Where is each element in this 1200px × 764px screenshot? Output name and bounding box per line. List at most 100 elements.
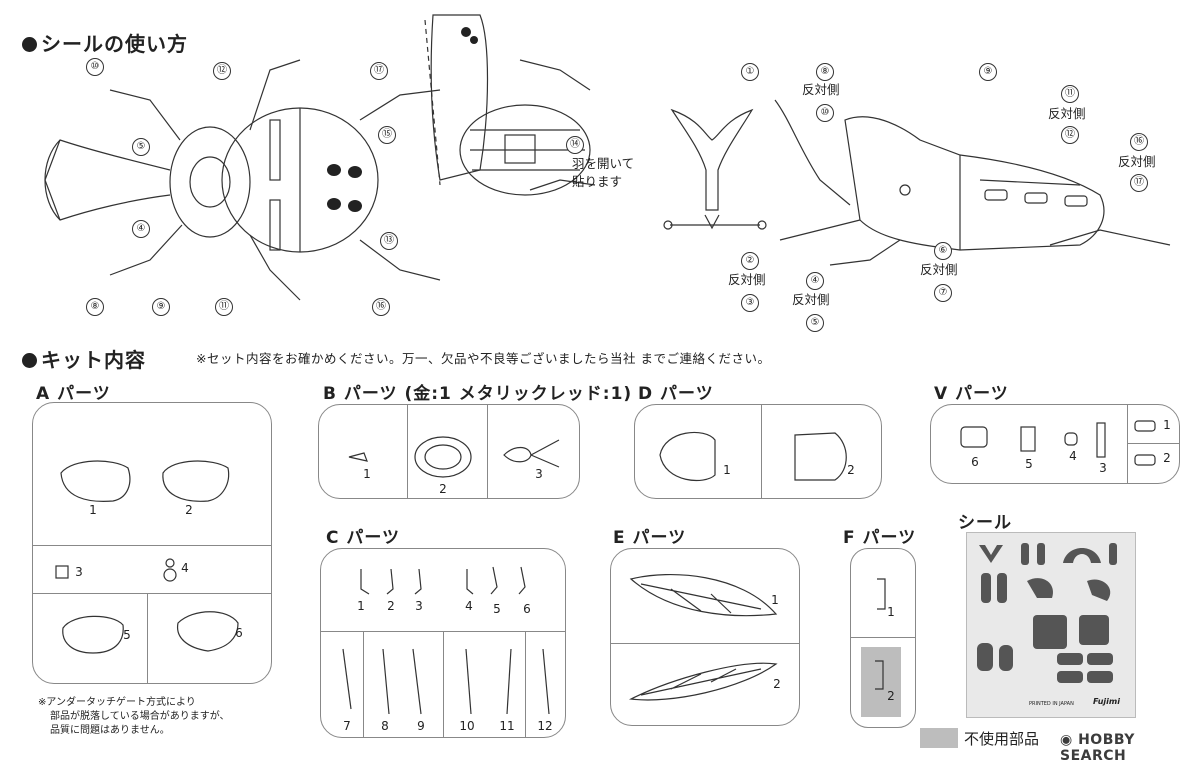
parts-v-title: V パーツ — [934, 384, 1009, 404]
unused-legend-swatch — [920, 728, 958, 748]
part-f2-number: 2 — [887, 689, 895, 703]
kit-contents-heading: キット内容 — [22, 344, 146, 373]
sticker-maker-logo: Fujimi — [1093, 697, 1120, 706]
beetle-side-view-illustration — [774, 99, 1171, 266]
callout-8: ⑧ — [86, 298, 104, 316]
part-a1-number: 1 — [89, 503, 97, 517]
part-d2-number: 2 — [847, 463, 855, 477]
part-f1-number: 1 — [887, 605, 895, 619]
parts-f-box: 1 2 — [850, 548, 916, 728]
wing-note-line2: 貼ります — [572, 174, 623, 189]
parts-d-title: D パーツ — [638, 384, 714, 404]
opposite-label-4: 反対側 — [792, 292, 830, 307]
parts-a-title: A パーツ — [36, 384, 111, 404]
part-c12-number: 12 — [537, 719, 553, 733]
beetle-top-view-illustration — [44, 59, 441, 301]
unused-legend-label: 不使用部品 — [964, 730, 1040, 748]
callout-13: ⑬ — [380, 232, 398, 250]
callout-3: ③ — [741, 294, 759, 312]
callout-2: ② — [741, 252, 759, 270]
part-a2-number: 2 — [185, 503, 193, 517]
part-v3-number: 3 — [1099, 461, 1107, 475]
callout-17: ⑰ — [370, 62, 388, 80]
part-c11-number: 11 — [499, 719, 515, 733]
horn-part-illustration — [663, 108, 767, 230]
hobby-search-icon: ◉ — [1060, 732, 1073, 748]
callout-14: ⑭ — [566, 136, 584, 154]
part-c4-number: 4 — [465, 599, 473, 613]
callout-17b: ⑰ — [1130, 174, 1148, 192]
parts-d-shapes — [659, 431, 847, 481]
sticker-printed: PRINTED IN JAPAN — [1029, 701, 1074, 707]
unused-part-f2-fill — [861, 647, 901, 717]
sticker-sheet: PRINTED IN JAPAN Fujimi — [966, 532, 1136, 718]
callout-7: ⑦ — [934, 284, 952, 302]
parts-v-shapes — [960, 420, 1156, 466]
sticker-sheet-shapes — [977, 543, 1117, 683]
callout-9a: ⑨ — [152, 298, 170, 316]
parts-c-shapes — [342, 566, 550, 715]
callout-12b: ⑫ — [1061, 126, 1079, 144]
part-b2-number: 2 — [439, 482, 447, 496]
parts-c-box: 1 2 3 4 5 6 7 8 9 10 11 12 — [320, 548, 566, 738]
part-c8-number: 8 — [381, 719, 389, 733]
callout-5: ⑤ — [132, 138, 150, 156]
part-v6-number: 6 — [971, 455, 979, 469]
opposite-label-2: 反対側 — [728, 272, 766, 287]
part-b1-number: 1 — [363, 467, 371, 481]
callout-15: ⑮ — [378, 126, 396, 144]
parts-f-shapes — [875, 578, 886, 690]
part-c5-number: 5 — [493, 602, 501, 616]
sticker-usage-heading: シールの使い方 — [22, 28, 188, 57]
callout-11a: ⑪ — [215, 298, 233, 316]
part-c3-number: 3 — [415, 599, 423, 613]
opposite-label-6: 反対側 — [920, 262, 958, 277]
callout-4b: ④ — [806, 272, 824, 290]
part-e2-number: 2 — [773, 677, 781, 691]
part-a3-number: 3 — [75, 565, 83, 579]
callout-8b: ⑧ — [816, 63, 834, 81]
parts-a-shapes — [55, 460, 239, 654]
sticker-title: シール — [958, 513, 1012, 533]
opposite-label-11: 反対側 — [1048, 106, 1086, 121]
part-a5-number: 5 — [123, 628, 131, 642]
gate-footnote: ※アンダータッチゲート方式により 部品が脱落している場合がありますが、 品質に問… — [38, 697, 230, 736]
parts-v-box: 6 5 4 3 1 2 — [930, 404, 1180, 484]
part-e1-number: 1 — [771, 593, 779, 607]
part-a6-number: 6 — [235, 626, 243, 640]
parts-e-shapes — [628, 574, 778, 701]
watermark-logo: ◉ HOBBY SEARCH — [1060, 732, 1135, 764]
callout-16a: ⑯ — [372, 298, 390, 316]
part-v2-number: 2 — [1163, 451, 1171, 465]
part-b3-number: 3 — [535, 467, 543, 481]
parts-b-title: B パーツ (金:1 メタリックレッド:1) — [323, 384, 633, 404]
parts-e-title: E パーツ — [613, 528, 687, 548]
parts-a-box: 1 2 3 4 5 6 — [32, 402, 272, 684]
part-c7-number: 7 — [343, 719, 351, 733]
parts-c-title: C パーツ — [326, 528, 401, 548]
callout-4: ④ — [132, 220, 150, 238]
callout-10b: ⑩ — [816, 104, 834, 122]
callout-5b: ⑤ — [806, 314, 824, 332]
bullet-icon — [22, 353, 37, 368]
opposite-label-16: 反対側 — [1118, 154, 1156, 169]
parts-b-box: 1 2 3 — [318, 404, 580, 499]
callout-12: ⑫ — [213, 62, 231, 80]
part-a4-number: 4 — [181, 561, 189, 575]
part-c1-number: 1 — [357, 599, 365, 613]
part-c6-number: 6 — [523, 602, 531, 616]
part-c10-number: 10 — [459, 719, 475, 733]
callout-16b: ⑯ — [1130, 133, 1148, 151]
opposite-label-8: 反対側 — [802, 82, 840, 97]
callout-9b: ⑨ — [979, 63, 997, 81]
part-d1-number: 1 — [723, 463, 731, 477]
part-v4-number: 4 — [1069, 449, 1077, 463]
part-c9-number: 9 — [417, 719, 425, 733]
callout-1: ① — [741, 63, 759, 81]
callout-11b: ⑪ — [1061, 85, 1079, 103]
callout-10: ⑩ — [86, 58, 104, 76]
wing-note-line1: 羽を開いて — [572, 156, 635, 171]
parts-e-box: 1 2 — [610, 548, 800, 726]
part-c2-number: 2 — [387, 599, 395, 613]
parts-b-shapes — [348, 436, 560, 478]
